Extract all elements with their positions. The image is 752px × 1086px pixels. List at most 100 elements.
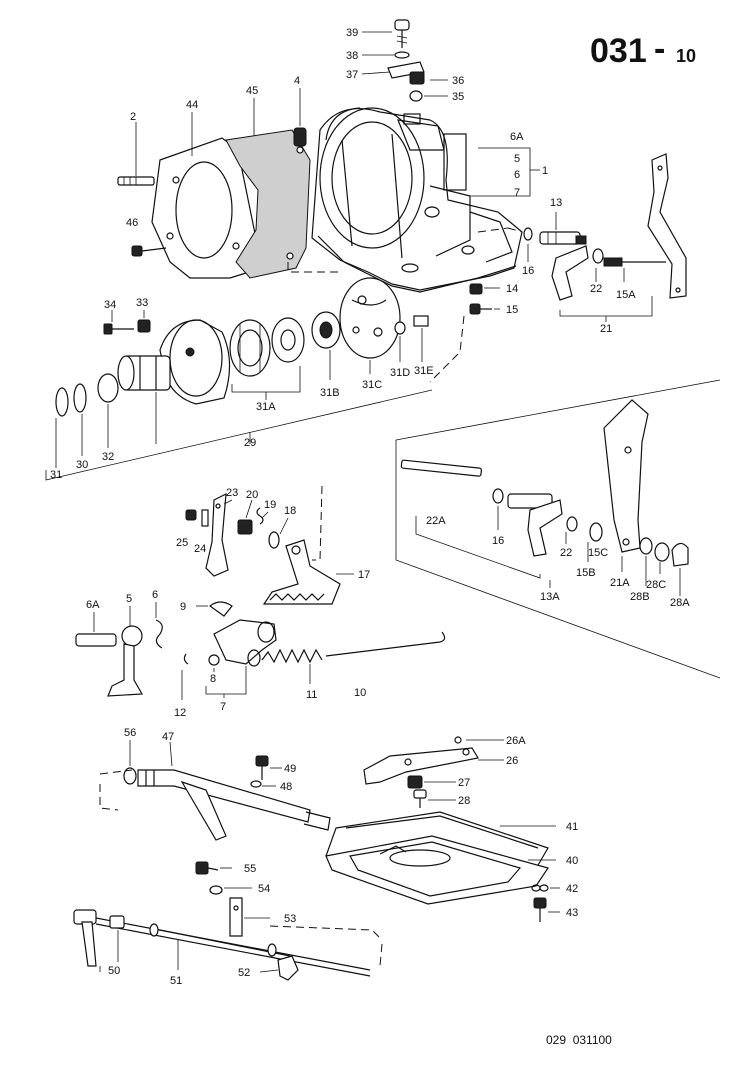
label-19: 19 bbox=[264, 499, 276, 511]
washer-8 bbox=[208, 654, 220, 666]
label-32: 32 bbox=[102, 451, 114, 463]
label-22: 22 bbox=[590, 283, 602, 295]
label-43: 43 bbox=[566, 907, 578, 919]
lever-5 bbox=[107, 625, 144, 697]
label-44: 44 bbox=[186, 99, 198, 111]
label-22A: 22A bbox=[426, 515, 446, 527]
label-35: 35 bbox=[452, 91, 464, 103]
label-25: 25 bbox=[176, 537, 188, 549]
bolt-43 bbox=[533, 897, 547, 922]
label-31A: 31A bbox=[256, 401, 276, 413]
label-28A: 28A bbox=[670, 597, 690, 609]
label-28C: 28C bbox=[646, 579, 666, 591]
washer-38 bbox=[394, 51, 410, 59]
clip-12 bbox=[183, 653, 189, 665]
label-21: 21 bbox=[600, 323, 612, 335]
callout-labels: 39 38 37 36 35 4 2 44 45 6A 5 6 7 1 46 1… bbox=[50, 27, 690, 987]
bolt-31E bbox=[413, 315, 429, 327]
label-16: 16 bbox=[522, 265, 534, 277]
bushing-31B bbox=[311, 311, 341, 349]
lever-26 bbox=[363, 747, 479, 785]
nut-27 bbox=[407, 775, 423, 789]
washer-22 bbox=[592, 248, 604, 264]
label-21A: 21A bbox=[610, 577, 630, 589]
lever-17 bbox=[262, 539, 341, 605]
label-24: 24 bbox=[194, 543, 206, 555]
label-49: 49 bbox=[284, 763, 296, 775]
nut-20 bbox=[237, 519, 253, 535]
bolt-28 bbox=[413, 789, 427, 808]
washer-32 bbox=[97, 373, 119, 403]
shaft-13A bbox=[507, 493, 563, 557]
label-46: 46 bbox=[126, 217, 138, 229]
spring-19 bbox=[256, 507, 264, 525]
transmission-housing bbox=[311, 107, 523, 293]
label-26A: 26A bbox=[506, 735, 526, 747]
spring-11 bbox=[261, 648, 323, 664]
plate-37 bbox=[387, 61, 425, 79]
label-4: 4 bbox=[294, 75, 300, 87]
label-13A: 13A bbox=[540, 591, 560, 603]
pump-housing-29 bbox=[159, 319, 231, 405]
circlip-31 bbox=[55, 387, 69, 417]
rod-10 bbox=[325, 631, 446, 657]
o-ring-16-inset bbox=[492, 488, 504, 504]
washer-48 bbox=[250, 780, 262, 788]
label-41: 41 bbox=[566, 821, 578, 833]
label-48: 48 bbox=[280, 781, 292, 793]
label-40: 40 bbox=[566, 855, 578, 867]
nut-25 bbox=[185, 509, 197, 521]
o-ring-16 bbox=[523, 227, 533, 241]
label-6A: 6A bbox=[510, 131, 524, 143]
label-42: 42 bbox=[566, 883, 578, 895]
label-31: 31 bbox=[50, 469, 62, 481]
nut-33 bbox=[137, 319, 151, 333]
label-45: 45 bbox=[246, 85, 258, 97]
label-20: 20 bbox=[246, 489, 258, 501]
page-number-sub: 10 bbox=[676, 46, 696, 66]
label-31D: 31D bbox=[390, 367, 410, 379]
tube-47 bbox=[137, 769, 331, 841]
oil-pan-40 bbox=[325, 835, 549, 905]
page-number-main: 031 bbox=[590, 32, 647, 70]
label-17: 17 bbox=[358, 569, 370, 581]
pin-6A bbox=[75, 633, 117, 647]
label-34: 34 bbox=[104, 299, 116, 311]
inset-shaft-22A bbox=[400, 459, 482, 477]
label-50: 50 bbox=[108, 965, 120, 977]
dipstick-handle-50 bbox=[73, 909, 97, 967]
label-28: 28 bbox=[458, 795, 470, 807]
label-26: 26 bbox=[506, 755, 518, 767]
washer-18 bbox=[268, 531, 280, 549]
washer-31D bbox=[394, 321, 406, 335]
label-2: 2 bbox=[130, 111, 136, 123]
lever-21 bbox=[647, 153, 687, 299]
label-5: 5 bbox=[514, 153, 520, 165]
label-31B: 31B bbox=[320, 387, 340, 399]
spring-6 bbox=[155, 619, 163, 649]
plate-31C bbox=[339, 277, 401, 359]
label-31C: 31C bbox=[362, 379, 382, 391]
pin-26A bbox=[454, 736, 462, 744]
bolt-46 bbox=[131, 245, 167, 257]
shaft-29 bbox=[117, 355, 171, 391]
o-ring-56 bbox=[123, 767, 137, 785]
label-13: 13 bbox=[550, 197, 562, 209]
label-11: 11 bbox=[306, 689, 317, 701]
label-54: 54 bbox=[258, 883, 270, 895]
label-15C: 15C bbox=[588, 547, 608, 559]
label-15B: 15B bbox=[576, 567, 596, 579]
label-51: 51 bbox=[170, 975, 182, 987]
washer-28C bbox=[654, 542, 670, 562]
label-12: 12 bbox=[174, 707, 186, 719]
washer-28B bbox=[639, 537, 653, 555]
label-53: 53 bbox=[284, 913, 296, 925]
gear-31A-inner bbox=[271, 317, 305, 363]
label-10: 10 bbox=[354, 687, 366, 699]
clip-52 bbox=[277, 955, 299, 981]
stud-2 bbox=[117, 176, 155, 186]
label-31E: 31E bbox=[414, 365, 434, 377]
bolt-55 bbox=[195, 861, 219, 875]
seal-15C bbox=[589, 522, 603, 542]
